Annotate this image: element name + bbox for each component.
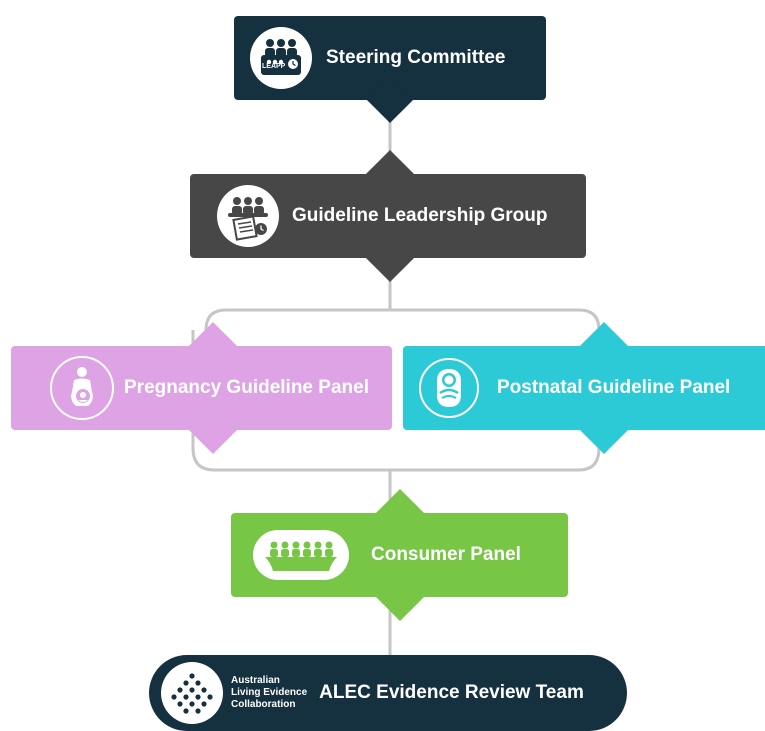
guideline-leadership-group-label: Guideline Leadership Group xyxy=(292,205,548,226)
consumer-panel-label: Consumer Panel xyxy=(371,544,521,565)
alec-logo-line-1: Australian xyxy=(231,675,280,686)
guideline-leadership-group-node: Guideline Leadership Group xyxy=(190,174,586,258)
leapp-badge-text: LEAPP xyxy=(262,63,286,70)
alec-evidence-review-team-label: ALEC Evidence Review Team xyxy=(319,682,584,703)
group-meeting-document-icon xyxy=(217,185,279,247)
consumer-group-icon xyxy=(253,530,349,580)
steering-committee-label: Steering Committee xyxy=(326,47,506,68)
alec-logo-wordmark: Australian Living Evidence Collaboration xyxy=(231,675,307,711)
postnatal-guideline-panel-node: Postnatal Guideline Panel xyxy=(403,346,765,430)
pregnant-woman-icon xyxy=(50,356,114,420)
alec-logo-line-2: Living Evidence xyxy=(231,687,308,698)
postnatal-guideline-panel-label: Postnatal Guideline Panel xyxy=(497,377,731,398)
committee-meeting-icon: LEAPP xyxy=(250,27,312,89)
consumer-panel-node: Consumer Panel xyxy=(231,513,568,597)
alec-logo-icon xyxy=(161,662,223,724)
alec-logo-line-3: Collaboration xyxy=(231,699,296,710)
steering-committee-node: LEAPP Steering Committee xyxy=(234,16,546,100)
pregnancy-guideline-panel-label: Pregnancy Guideline Panel xyxy=(124,377,369,398)
swaddled-baby-icon xyxy=(419,358,479,418)
pregnancy-guideline-panel-node: Pregnancy Guideline Panel xyxy=(11,346,392,430)
alec-evidence-review-team-node: Australian Living Evidence Collaboration… xyxy=(149,655,627,731)
